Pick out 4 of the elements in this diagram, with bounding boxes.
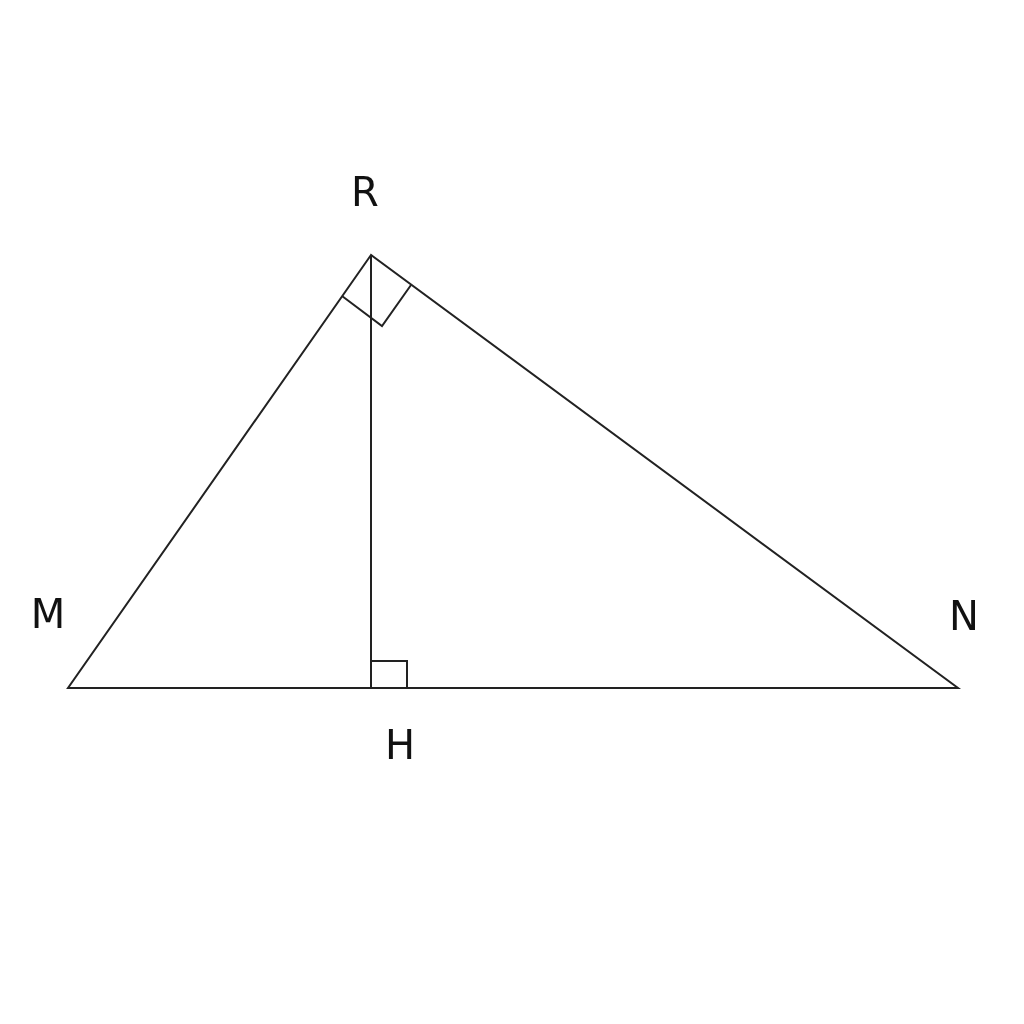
vertex-label: H [384, 723, 416, 767]
vertex-label: M [30, 592, 66, 636]
vertex-label: N [949, 594, 979, 638]
vertex-label: R [351, 170, 379, 214]
